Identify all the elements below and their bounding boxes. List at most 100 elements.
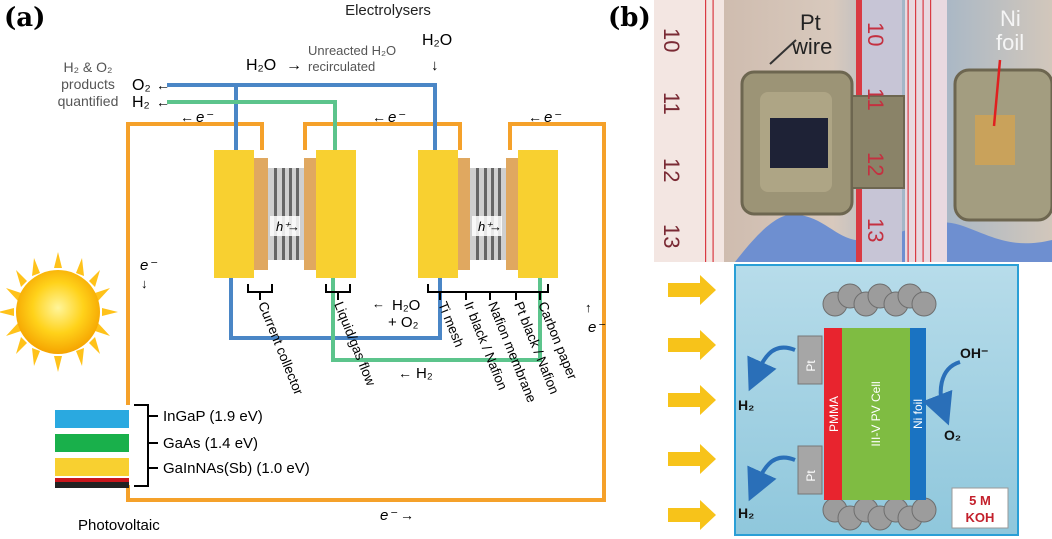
pv-layer-gaas: GaAs (1.4 eV) (163, 435, 258, 452)
pv-layer-ingap: InGaP (1.9 eV) (163, 408, 263, 425)
proton-arrow-1: → (287, 219, 300, 234)
pmma-label: PMMA (827, 396, 841, 432)
pt-bottom-label: Pt (804, 470, 818, 482)
products-line2: products (61, 76, 115, 92)
ruler-right-10: 10 (863, 22, 888, 46)
ni-foil-line2: foil (996, 30, 1024, 55)
pv-cell-dark (770, 118, 828, 168)
h2-return-arrow: ← (398, 365, 412, 381)
light-arrows (668, 275, 716, 530)
pt-wire-line1: Pt (800, 10, 821, 35)
pt-contact-top (797, 335, 823, 385)
ruler-numbers-left: 10 11 12 13 (659, 28, 684, 248)
o2-top-line (167, 83, 437, 150)
h2-gas-line (167, 100, 542, 362)
h2-out-label: H₂ (132, 94, 150, 111)
pmma-layer (824, 328, 842, 500)
ruler-numbers-right: 10 11 12 13 (863, 22, 888, 242)
h2-bottom-arrow (747, 455, 796, 502)
catalyst-2a (458, 158, 470, 270)
electron-label-3: e⁻ (544, 109, 561, 126)
gas-bubbles (822, 283, 937, 531)
ruler-left-13: 13 (659, 224, 684, 248)
ruler-left-11: 11 (659, 92, 684, 115)
unreacted-water-line2: recirculated (308, 59, 375, 74)
water-inlet-label: H₂O (422, 32, 452, 49)
pt-top-label: Pt (804, 360, 818, 372)
h2o-o2-line1: H₂O (392, 297, 420, 314)
h2-out-arrow: ← (156, 94, 170, 110)
electrolyser-cell-2: h⁺ → (418, 150, 558, 278)
label-liquid-gas-flow: Liquid/gas flow (331, 300, 378, 389)
oh-to-o2-arrow (922, 360, 961, 426)
water-inlet-arrow: ↓ (431, 57, 439, 74)
electrolyte-line1: 5 M (969, 493, 991, 508)
electron-label-1: e⁻ (196, 109, 213, 126)
electrolyte-line2: KOH (966, 510, 995, 525)
ruler-left-10: 10 (659, 28, 684, 52)
products-line1: H₂ & O₂ (64, 59, 113, 75)
o2-label: O₂ (944, 427, 961, 443)
layer-substrate-red (55, 478, 129, 482)
pt-contact-bottom (797, 445, 823, 495)
ni-foil-schematic-label: Ni foil (911, 399, 925, 429)
water-feed-arrow: → (286, 57, 302, 74)
oh-label: OH⁻ (960, 345, 988, 361)
electrode-1a (214, 150, 254, 278)
electron-arrow-1: ← (180, 109, 194, 125)
pt-wire-line2: wire (791, 34, 832, 59)
pv-cell-label: III-V PV Cell (869, 381, 883, 446)
electron-arrow-bottom: → (400, 507, 414, 523)
device-schematic: Pt Pt PMMA III-V PV Cell Ni foil H₂ H₂ O… (668, 264, 1019, 536)
electron-arrow-3: ← (528, 109, 542, 125)
electron-circuit (126, 122, 606, 502)
circuit-right-wire (126, 122, 606, 502)
water-feed-label: H₂O (246, 57, 276, 74)
h2-bottom-label: H₂ (738, 505, 754, 521)
electrolyser-cell-1: h⁺ → (214, 150, 356, 278)
device-photo: 10 11 12 13 10 11 12 13 Pt wire Ni foil (654, 0, 1052, 262)
panel-a: (a) Electrolysers (0, 2, 606, 534)
proton-arrow-2: → (489, 219, 502, 234)
circuit-left-wire (126, 122, 264, 405)
catalyst-1a (254, 158, 268, 270)
o2-out-label: O₂ (132, 77, 151, 94)
pt-wire-pointer (769, 39, 797, 65)
panel-b-label: (b) (608, 3, 651, 33)
layer-gainnas (55, 458, 129, 476)
electrode-2a (418, 150, 458, 278)
electron-arrow-2: ← (372, 109, 386, 125)
ruler-left-12: 12 (659, 158, 684, 182)
label-current-collector: Current collector (255, 300, 306, 398)
sun-icon (0, 252, 118, 372)
o2-bottom-loop (229, 278, 442, 340)
panel-b: (b) 10 11 1 (608, 0, 1052, 536)
pv-cell-layer (842, 328, 910, 500)
component-brackets (247, 284, 549, 300)
ruler-right-13: 13 (863, 218, 888, 242)
pv-bracket (134, 404, 158, 487)
electron-label-bottom: e⁻ (380, 507, 397, 524)
electron-arrow-left: ↓ (141, 276, 148, 291)
ruler-right-12: 12 (863, 152, 888, 176)
electron-arrow-right: ↑ (585, 300, 592, 315)
electrode-1b (316, 150, 356, 278)
h2-top-line (167, 100, 337, 150)
h2-bottom-loop (331, 278, 542, 362)
catalyst-1b (304, 158, 316, 270)
layer-ingap (55, 410, 129, 428)
ni-foil-line1: Ni (1000, 6, 1021, 31)
electrode-2b (518, 150, 558, 278)
proton-label-1: h⁺ (276, 219, 291, 234)
h2-top-label: H₂ (738, 397, 754, 413)
ruler-right-11: 11 (863, 88, 888, 111)
proton-label-2: h⁺ (478, 219, 493, 234)
panel-a-label: (a) (4, 3, 45, 33)
catalyst-2b (506, 158, 518, 270)
ni-foil-pointer (992, 59, 1002, 127)
electrolysers-title: Electrolysers (345, 2, 431, 19)
h2-return-label: H₂ (416, 365, 433, 382)
circuit-middle-wire (303, 122, 462, 150)
pv-layer-gainnas: GaInNAs(Sb) (1.0 eV) (163, 460, 310, 477)
